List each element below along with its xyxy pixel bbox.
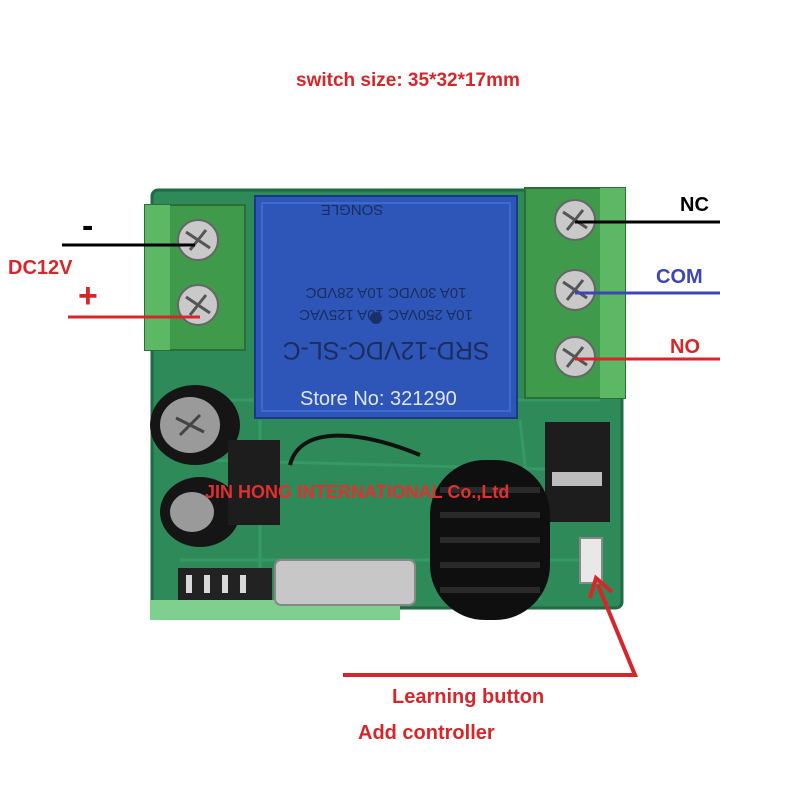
jumper	[545, 422, 610, 522]
company-watermark: JIN HONG INTERNATIONAL Co.,Ltd	[205, 482, 510, 502]
relay-rating-1: 10A 250VAC 10A 125VAC	[299, 306, 473, 323]
plus-symbol: +	[78, 277, 98, 315]
learning-arrow	[343, 574, 638, 677]
wires	[62, 220, 720, 361]
ic-chip	[228, 440, 280, 525]
relay: SRD-12VDC-SL-C 10A 250VAC 10A 125VAC 10A…	[254, 195, 518, 419]
switch-size-label: switch size: 35*32*17mm	[296, 70, 520, 91]
no-label: NO	[670, 336, 700, 358]
relay-model: SRD-12VDC-SL-C	[283, 336, 490, 364]
com-label: COM	[656, 266, 703, 288]
minus-symbol: -	[82, 207, 94, 245]
capacitors	[150, 385, 240, 547]
voltage-label: DC12V	[8, 257, 73, 279]
store-watermark: Store No: 321290	[300, 388, 457, 410]
nc-label: NC	[680, 194, 709, 216]
add-controller-label: Add controller	[358, 722, 495, 744]
pin-header	[178, 568, 272, 600]
power-terminal-block	[144, 204, 246, 351]
learning-button-label: Learning button	[392, 686, 545, 708]
learning-button	[579, 537, 603, 584]
antenna-coil	[288, 433, 550, 620]
relay-rating-2: 10A 30VDC 10A 28VDC	[305, 284, 466, 301]
crystal	[274, 559, 416, 606]
relay-brand: SONGLE	[321, 201, 384, 218]
